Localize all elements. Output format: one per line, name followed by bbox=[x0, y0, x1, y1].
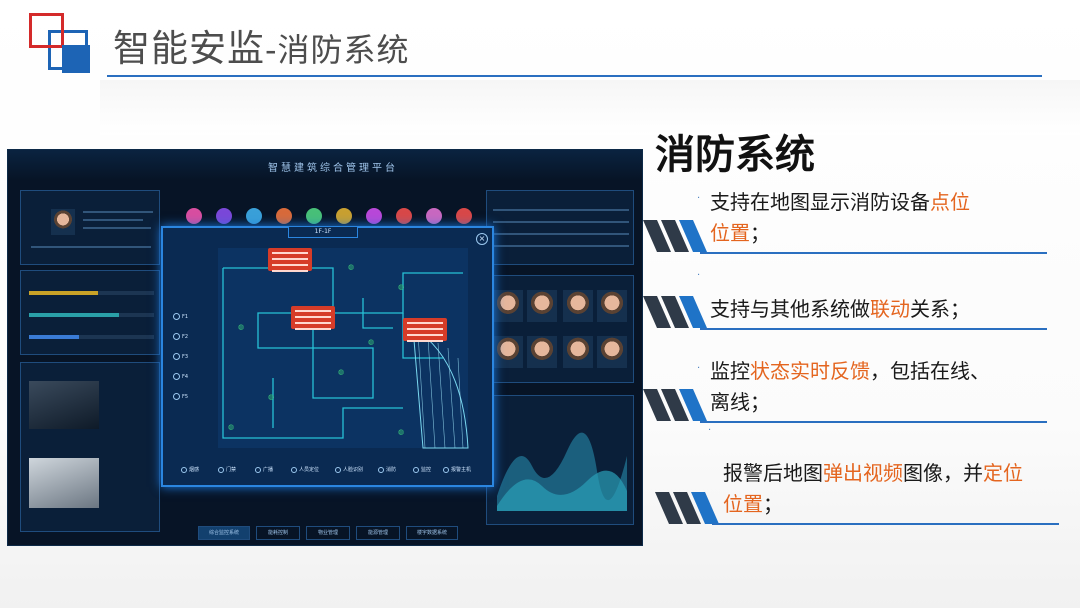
floor-option[interactable]: F2 bbox=[173, 333, 188, 340]
alarm-popup[interactable] bbox=[403, 318, 447, 342]
nav-button[interactable]: 楼宇数据系统 bbox=[406, 526, 458, 540]
floor-option[interactable]: F4 bbox=[173, 373, 188, 380]
legend-item[interactable]: 消防 bbox=[378, 466, 396, 473]
bullet-dot: · bbox=[708, 425, 712, 436]
face-photo bbox=[597, 290, 627, 322]
feature-item-3: 监控状态实时反馈，包括在线、 离线； bbox=[710, 359, 990, 414]
item-underline bbox=[700, 328, 1047, 330]
alarm-row bbox=[493, 221, 629, 223]
status-orb bbox=[456, 208, 472, 224]
item-underline bbox=[700, 252, 1047, 254]
device-pin-icon[interactable]: ◍ bbox=[368, 338, 375, 346]
left-panel-vehicles bbox=[20, 362, 160, 532]
face-photo bbox=[527, 336, 557, 368]
legend-item[interactable]: 监控 bbox=[413, 466, 431, 473]
bullet-dot: · bbox=[697, 270, 701, 281]
stripe-icon bbox=[643, 296, 707, 328]
face-photo bbox=[597, 336, 627, 368]
legend-item[interactable]: 人员定位 bbox=[291, 466, 319, 473]
device-pin-icon[interactable]: ◍ bbox=[338, 368, 345, 376]
nav-button[interactable]: 物业管理 bbox=[306, 526, 350, 540]
face-photo bbox=[563, 336, 593, 368]
stripe-icon bbox=[643, 220, 707, 252]
legend-item[interactable]: 烟感 bbox=[181, 466, 199, 473]
logo-square-blue-fill bbox=[62, 45, 90, 73]
alarm-row bbox=[493, 209, 629, 211]
alarm-row bbox=[493, 245, 629, 247]
floor-indicator: 1F-1F bbox=[288, 226, 358, 238]
profile-line bbox=[83, 219, 143, 221]
status-orb bbox=[396, 208, 412, 224]
page-title-sub: -消防系统 bbox=[265, 31, 410, 69]
device-pin-icon[interactable]: ◍ bbox=[238, 323, 245, 331]
header-shadow bbox=[100, 80, 1080, 135]
legend-item[interactable]: 广播 bbox=[255, 466, 273, 473]
face-photo bbox=[493, 290, 523, 322]
close-icon[interactable]: × bbox=[476, 233, 488, 245]
legend-item[interactable]: 人脸识别 bbox=[335, 466, 363, 473]
device-pin-icon[interactable]: ◍ bbox=[348, 263, 355, 271]
vehicle-photo bbox=[29, 458, 99, 508]
legend-item[interactable]: 门禁 bbox=[218, 466, 236, 473]
bullet-dot: · bbox=[697, 193, 701, 204]
page-title-main: 智能安监 bbox=[113, 27, 265, 70]
header-rule bbox=[107, 75, 1042, 77]
profile-line bbox=[83, 211, 153, 213]
bullet-dot: · bbox=[697, 363, 701, 374]
dashboard-screenshot: 智慧建筑综合管理平台 bbox=[7, 149, 643, 546]
right-panel-faces bbox=[486, 275, 634, 383]
device-pin-icon[interactable]: ◍ bbox=[398, 428, 405, 436]
feature-item-1: 支持在地图显示消防设备点位 位置； bbox=[710, 190, 970, 245]
floor-plan bbox=[218, 248, 469, 449]
left-panel-progress bbox=[20, 270, 160, 355]
face-photo bbox=[563, 290, 593, 322]
legend-item[interactable]: 报警主机 bbox=[443, 466, 471, 473]
device-pin-icon[interactable]: ◍ bbox=[398, 283, 405, 291]
status-orb bbox=[336, 208, 352, 224]
section-heading: 消防系统 bbox=[655, 132, 815, 178]
alarm-row bbox=[493, 233, 629, 235]
status-orb bbox=[186, 208, 202, 224]
feature-item-4: 报警后地图弹出视频图像，并定位 位置； bbox=[723, 461, 1023, 516]
status-orb bbox=[276, 208, 292, 224]
profile-line bbox=[31, 246, 151, 248]
right-panel-chart bbox=[486, 395, 634, 525]
face-photo bbox=[527, 290, 557, 322]
logo-square-red bbox=[29, 13, 64, 48]
floor-option[interactable]: F1 bbox=[173, 313, 188, 320]
progress-bar bbox=[29, 335, 154, 339]
page-title: 智能安监-消防系统 bbox=[113, 18, 410, 72]
dashboard-platform-title: 智慧建筑综合管理平台 bbox=[268, 163, 398, 174]
alarm-popup[interactable] bbox=[268, 248, 312, 272]
nav-button[interactable]: 综合监控系统 bbox=[198, 526, 250, 540]
nav-button[interactable]: 能源管理 bbox=[356, 526, 400, 540]
status-orb bbox=[426, 208, 442, 224]
floor-option[interactable]: F3 bbox=[173, 353, 188, 360]
progress-bar bbox=[29, 291, 154, 295]
right-panel-alarms bbox=[486, 190, 634, 265]
nav-button[interactable]: 能耗控制 bbox=[256, 526, 300, 540]
alarm-popup[interactable] bbox=[291, 306, 335, 330]
device-pin-icon[interactable]: ◍ bbox=[228, 423, 235, 431]
feature-item-2: 支持与其他系统做联动关系； bbox=[710, 297, 970, 321]
area-chart bbox=[497, 432, 627, 511]
status-orb bbox=[366, 208, 382, 224]
dashboard-topbar bbox=[8, 150, 642, 180]
stripe-icon bbox=[643, 389, 707, 421]
face-photo bbox=[493, 336, 523, 368]
profile-line bbox=[83, 227, 151, 229]
device-pin-icon[interactable]: ◍ bbox=[268, 393, 275, 401]
stripe-icon bbox=[655, 492, 719, 524]
progress-bar bbox=[29, 313, 154, 317]
item-underline bbox=[700, 421, 1047, 423]
vehicle-photo bbox=[29, 381, 99, 429]
status-orb bbox=[306, 208, 322, 224]
profile-photo bbox=[51, 209, 75, 235]
left-panel-profile bbox=[20, 190, 160, 265]
floor-option[interactable]: F5 bbox=[173, 393, 188, 400]
status-orb bbox=[246, 208, 262, 224]
item-underline bbox=[712, 523, 1059, 525]
fire-map-modal[interactable]: 1F-1F × ◍ ◍ ◍ ◍ ◍ ◍ ◍ ◍ bbox=[161, 226, 494, 487]
status-orb bbox=[216, 208, 232, 224]
